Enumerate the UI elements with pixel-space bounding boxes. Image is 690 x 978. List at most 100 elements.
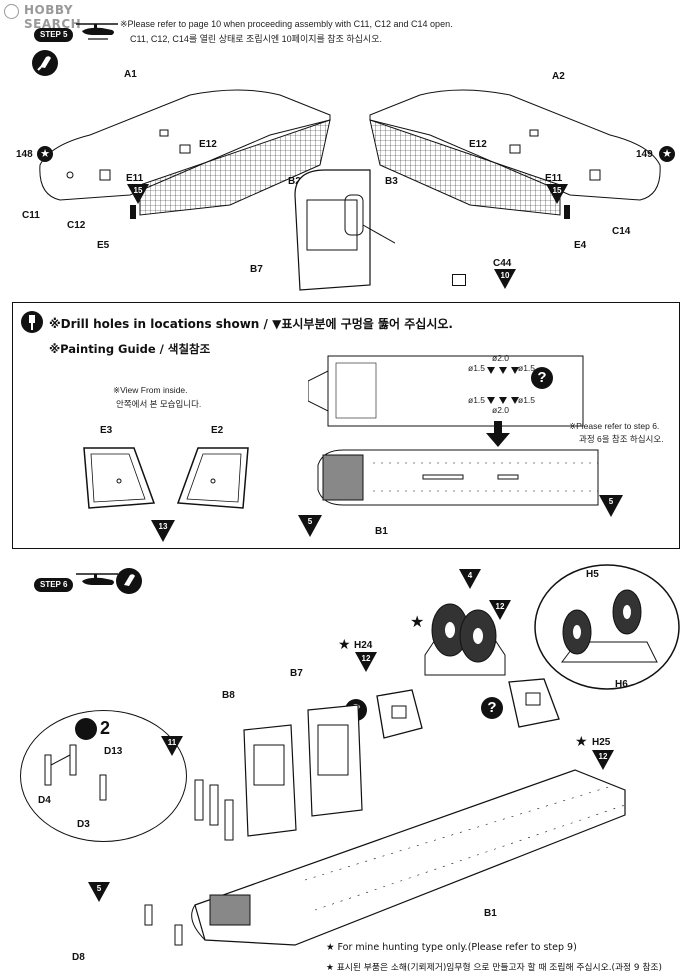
badge-5-left: 5 bbox=[298, 515, 322, 537]
fuselage-half-left-drawing bbox=[39, 89, 331, 219]
floor-b1-drawing bbox=[191, 769, 626, 946]
b1-side-view-drawing bbox=[317, 449, 599, 506]
dim-2: ø1.5 bbox=[468, 363, 486, 373]
label-two: 2 bbox=[100, 718, 111, 738]
view-note-kr: 안쪽에서 본 모습입니다. bbox=[116, 399, 202, 409]
door-b7-drawing bbox=[294, 169, 395, 291]
drill-title: ※Drill holes in locations shown / ▼표시부분에… bbox=[49, 315, 453, 332]
star-icon: ★ bbox=[37, 146, 53, 162]
fuselage-half-right-drawing bbox=[369, 89, 661, 219]
star-icon: ★ bbox=[326, 963, 337, 973]
label-a2: A2 bbox=[552, 71, 565, 82]
cement-icon bbox=[32, 50, 58, 76]
label-148: 148 bbox=[16, 149, 33, 160]
star-icon: ★ bbox=[575, 734, 588, 750]
badge-15-left: 15 bbox=[127, 184, 149, 204]
label-c44: C44 bbox=[493, 258, 512, 269]
footnote-1-text: For mine hunting type only.(Please refer… bbox=[337, 942, 577, 953]
label-e11-left: E11 bbox=[126, 173, 144, 184]
window-e3-drawing bbox=[83, 447, 156, 509]
seat-rack-drawing bbox=[194, 779, 234, 841]
label-149: 149 bbox=[636, 149, 653, 160]
drill-icon bbox=[21, 311, 43, 333]
label-e5: E5 bbox=[97, 240, 110, 251]
badge-10: 10 bbox=[494, 269, 516, 289]
dim-5: ø1.5 bbox=[518, 395, 536, 405]
label-b8: B8 bbox=[222, 690, 235, 701]
label-d8: D8 bbox=[72, 952, 85, 963]
label-e3: E3 bbox=[100, 425, 113, 436]
part-h25-drawing bbox=[508, 678, 560, 728]
label-b3: B3 bbox=[385, 176, 398, 187]
window-e2-drawing bbox=[176, 447, 249, 509]
badge-12-h24: 12 bbox=[355, 652, 377, 672]
label-c14: C14 bbox=[612, 226, 631, 237]
star-icon: ★ bbox=[659, 146, 675, 162]
label-d3: D3 bbox=[77, 819, 90, 830]
label-b7-step5: B7 bbox=[250, 264, 263, 275]
step6-badge: STEP 6 bbox=[34, 578, 74, 592]
badge-12-h25: 12 bbox=[592, 750, 614, 770]
drill-holes-panel: ※Drill holes in locations shown / ▼표시부분에… bbox=[12, 302, 680, 549]
step5-note-en: ※Please refer to page 10 when proceeding… bbox=[120, 19, 453, 29]
footnote-2-text: 표시된 부품은 소해(기뢰제거)임무형 으로 만들고자 할 때 조립해 주십시오… bbox=[336, 963, 662, 973]
winch-detail-circle bbox=[534, 564, 680, 690]
label-h25: H25 bbox=[592, 737, 611, 748]
bullet-icon: ※ bbox=[49, 317, 61, 331]
badge-11: 11 bbox=[161, 736, 183, 756]
question-icon: ? bbox=[531, 367, 553, 389]
label-a1: A1 bbox=[124, 69, 137, 80]
ref-note-kr: 과정 6을 참조 하십시오. bbox=[579, 434, 664, 444]
label-e12-right: E12 bbox=[469, 139, 487, 150]
label-b1-box: B1 bbox=[375, 526, 388, 537]
dim-1: ø2.0 bbox=[492, 353, 510, 363]
badge-5-step6: 5 bbox=[88, 882, 110, 902]
badge-4: 4 bbox=[459, 569, 481, 589]
drill-markers bbox=[487, 367, 519, 404]
label-h5: H5 bbox=[586, 569, 599, 580]
badge-12-winch: 12 bbox=[489, 600, 511, 620]
ref-note-en: ※Please refer to step 6. bbox=[569, 421, 660, 431]
cement-icon bbox=[116, 568, 142, 594]
part-c44-drawing bbox=[452, 274, 466, 286]
dim-4: ø1.5 bbox=[468, 395, 486, 405]
down-arrow-icon bbox=[486, 421, 510, 447]
painting-guide: ※Painting Guide / 색칠참조 bbox=[49, 342, 211, 356]
panel-b8-drawing bbox=[243, 724, 297, 837]
footnote-2: ★ 표시된 부품은 소해(기뢰제거)임무형 으로 만들고자 할 때 조립해 주십… bbox=[326, 960, 688, 973]
question-icon: ? bbox=[481, 697, 503, 719]
badge-13: 13 bbox=[151, 520, 175, 542]
logo-text: HOBBY SEARCH bbox=[24, 3, 82, 31]
hobbysearch-circle-icon bbox=[4, 4, 19, 19]
star-icon: ★ bbox=[410, 612, 425, 631]
label-e4: E4 bbox=[574, 240, 587, 251]
label-h6: H6 bbox=[615, 679, 628, 690]
footnote-1: ★ For mine hunting type only.(Please ref… bbox=[326, 942, 577, 953]
label-e2: E2 bbox=[211, 425, 224, 436]
step5-badge: STEP 5 bbox=[34, 28, 74, 42]
star-icon: ★ bbox=[338, 637, 351, 653]
label-c11: C11 bbox=[22, 210, 40, 221]
drill-title-kr: ▼표시부분에 구멍을 뚫어 주십시오. bbox=[272, 317, 453, 331]
badge-5-right: 5 bbox=[599, 495, 623, 517]
dim-3: ø1.5 bbox=[518, 363, 536, 373]
helicopter-icon bbox=[76, 573, 118, 585]
label-b1-step6: B1 bbox=[484, 908, 497, 919]
label-h24: H24 bbox=[354, 640, 373, 651]
star-icon: ★ bbox=[326, 942, 338, 953]
dim-6: ø2.0 bbox=[492, 405, 510, 415]
label-e12-left: E12 bbox=[199, 139, 217, 150]
label-d13: D13 bbox=[104, 746, 123, 757]
winch-assembly-drawing bbox=[424, 603, 506, 676]
label-c12: C12 bbox=[67, 220, 86, 231]
cement-small-icon bbox=[75, 718, 97, 740]
step5-note-kr: C11, C12, C14를 열린 상태로 조립시엔 10페이지를 참조 하십시… bbox=[130, 34, 382, 44]
drill-title-en: Drill holes in locations shown / bbox=[60, 317, 268, 331]
view-note-en: ※View From inside. bbox=[113, 385, 188, 395]
label-b7-step6: B7 bbox=[290, 668, 303, 679]
badge-15-right: 15 bbox=[546, 184, 568, 204]
panel-b7-drawing bbox=[307, 704, 363, 817]
label-e11-right: E11 bbox=[545, 173, 563, 184]
b1-top-view-drawing bbox=[308, 355, 584, 427]
part-h24-drawing bbox=[376, 689, 423, 739]
